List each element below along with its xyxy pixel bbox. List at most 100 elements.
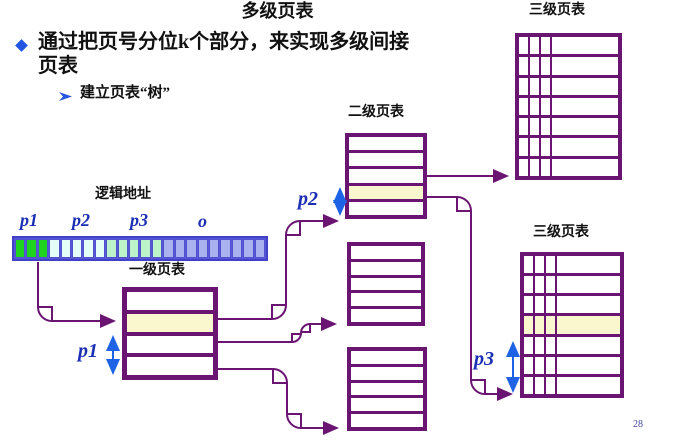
highlighted-page-table-entry <box>524 316 620 334</box>
address-bit-cell-p1 <box>15 239 26 258</box>
page-curl-icon <box>271 304 286 319</box>
entry-subcell <box>524 316 533 334</box>
page-curl-icon <box>286 221 301 236</box>
p3-offset-label: p3 <box>474 348 494 370</box>
entry-subcell <box>541 138 550 156</box>
entry-subcell <box>541 97 550 116</box>
address-bit-cell-o <box>174 239 186 258</box>
page-table-entry <box>519 97 618 116</box>
address-bit-cell-p2 <box>49 239 60 258</box>
page-table-entry <box>351 309 421 322</box>
level1-page-table <box>122 287 218 380</box>
entry-subcell <box>546 276 555 294</box>
logical-address-bar <box>12 236 268 261</box>
entry-subcell <box>541 77 550 95</box>
page-table-entry <box>351 293 421 307</box>
address-bit-cell-p1 <box>26 239 37 258</box>
page-table-entry <box>127 292 213 310</box>
entry-cell <box>552 77 618 95</box>
bullet-text-line2: 页表 <box>38 55 78 77</box>
entry-cell <box>557 356 620 374</box>
page-table-entry <box>349 137 423 151</box>
page-curl-icon <box>38 306 53 321</box>
page-curl-icon <box>471 379 486 394</box>
entry-subcell <box>519 57 528 75</box>
page-curl-icon <box>456 197 471 212</box>
p1-offset-label: p1 <box>78 340 98 362</box>
entry-subcell <box>524 276 533 294</box>
entry-subcell <box>535 316 544 334</box>
entry-subcell <box>530 158 539 176</box>
address-bit-cell-o <box>231 239 243 258</box>
highlighted-page-table-entry <box>127 313 213 332</box>
entry-cell <box>552 57 618 75</box>
entry-subcell <box>535 336 544 354</box>
entry-subcell <box>519 158 528 176</box>
arrow-addr-to-level1 <box>37 262 116 328</box>
level2-page-table-top <box>345 133 427 219</box>
address-bit-cell-o <box>243 239 254 258</box>
level2-page-table-middle <box>347 242 425 326</box>
address-bit-cell-o <box>254 239 265 258</box>
page-table-entry <box>351 277 421 291</box>
page-table-entry <box>349 201 423 216</box>
address-bit-cell-o <box>220 239 231 258</box>
entry-cell <box>557 296 620 314</box>
arrow-level2-to-level3-bottom <box>427 196 513 401</box>
entry-subcell <box>519 77 528 95</box>
address-bit-cell-p3 <box>117 239 129 258</box>
entry-cell <box>552 37 618 55</box>
address-bit-cell-p3 <box>140 239 151 258</box>
address-field-offset-label: o <box>198 211 207 231</box>
level1-table-caption: 一级页表 <box>129 263 185 278</box>
entry-cell <box>557 376 620 394</box>
entry-cell <box>557 336 620 354</box>
entry-cell <box>552 158 618 176</box>
logical-address-caption: 逻辑地址 <box>95 187 151 202</box>
page-table-entry <box>519 138 618 156</box>
address-bit-cell-p2 <box>83 239 94 258</box>
entry-subcell <box>535 256 544 274</box>
page-table-entry <box>127 335 213 354</box>
address-bit-cell-o <box>163 239 174 258</box>
page-number: 28 <box>633 419 643 430</box>
entry-cell <box>557 256 620 274</box>
address-field-p3-label: p3 <box>130 210 148 230</box>
entry-subcell <box>546 376 555 394</box>
entry-subcell <box>530 97 539 116</box>
entry-subcell <box>546 336 555 354</box>
entry-cell <box>552 138 618 156</box>
entry-subcell <box>519 37 528 55</box>
entry-subcell <box>546 256 555 274</box>
page-table-entry <box>351 414 423 427</box>
entry-subcell <box>546 356 555 374</box>
entry-cell <box>557 276 620 294</box>
page-title: 多级页表 <box>241 1 314 21</box>
arrow-level1-to-level2-bottom <box>218 368 339 435</box>
page-table-entry <box>524 356 620 374</box>
page-table-entry <box>524 276 620 294</box>
entry-subcell <box>530 138 539 156</box>
entry-subcell <box>541 158 550 176</box>
entry-subcell <box>541 57 550 75</box>
page-table-entry <box>524 336 620 354</box>
page-table-entry <box>524 376 620 394</box>
page-table-entry <box>351 351 423 364</box>
entry-subcell <box>530 57 539 75</box>
entry-subcell <box>541 37 550 55</box>
bullet-diamond-icon <box>15 39 28 52</box>
page-table-entry <box>519 118 618 136</box>
page-curl-icon <box>302 324 311 333</box>
level2-table-caption: 二级页表 <box>348 105 404 120</box>
page-table-entry <box>524 296 620 314</box>
entry-subcell <box>535 296 544 314</box>
p2-offset-label: p2 <box>298 188 318 210</box>
page-table-entry <box>351 261 421 275</box>
highlighted-page-table-entry <box>349 185 423 199</box>
page-table-entry <box>349 153 423 167</box>
address-bit-cell-p2 <box>72 239 83 258</box>
entry-subcell <box>524 356 533 374</box>
entry-subcell <box>524 376 533 394</box>
entry-subcell <box>546 296 555 314</box>
address-bit-cell-o <box>208 239 220 258</box>
